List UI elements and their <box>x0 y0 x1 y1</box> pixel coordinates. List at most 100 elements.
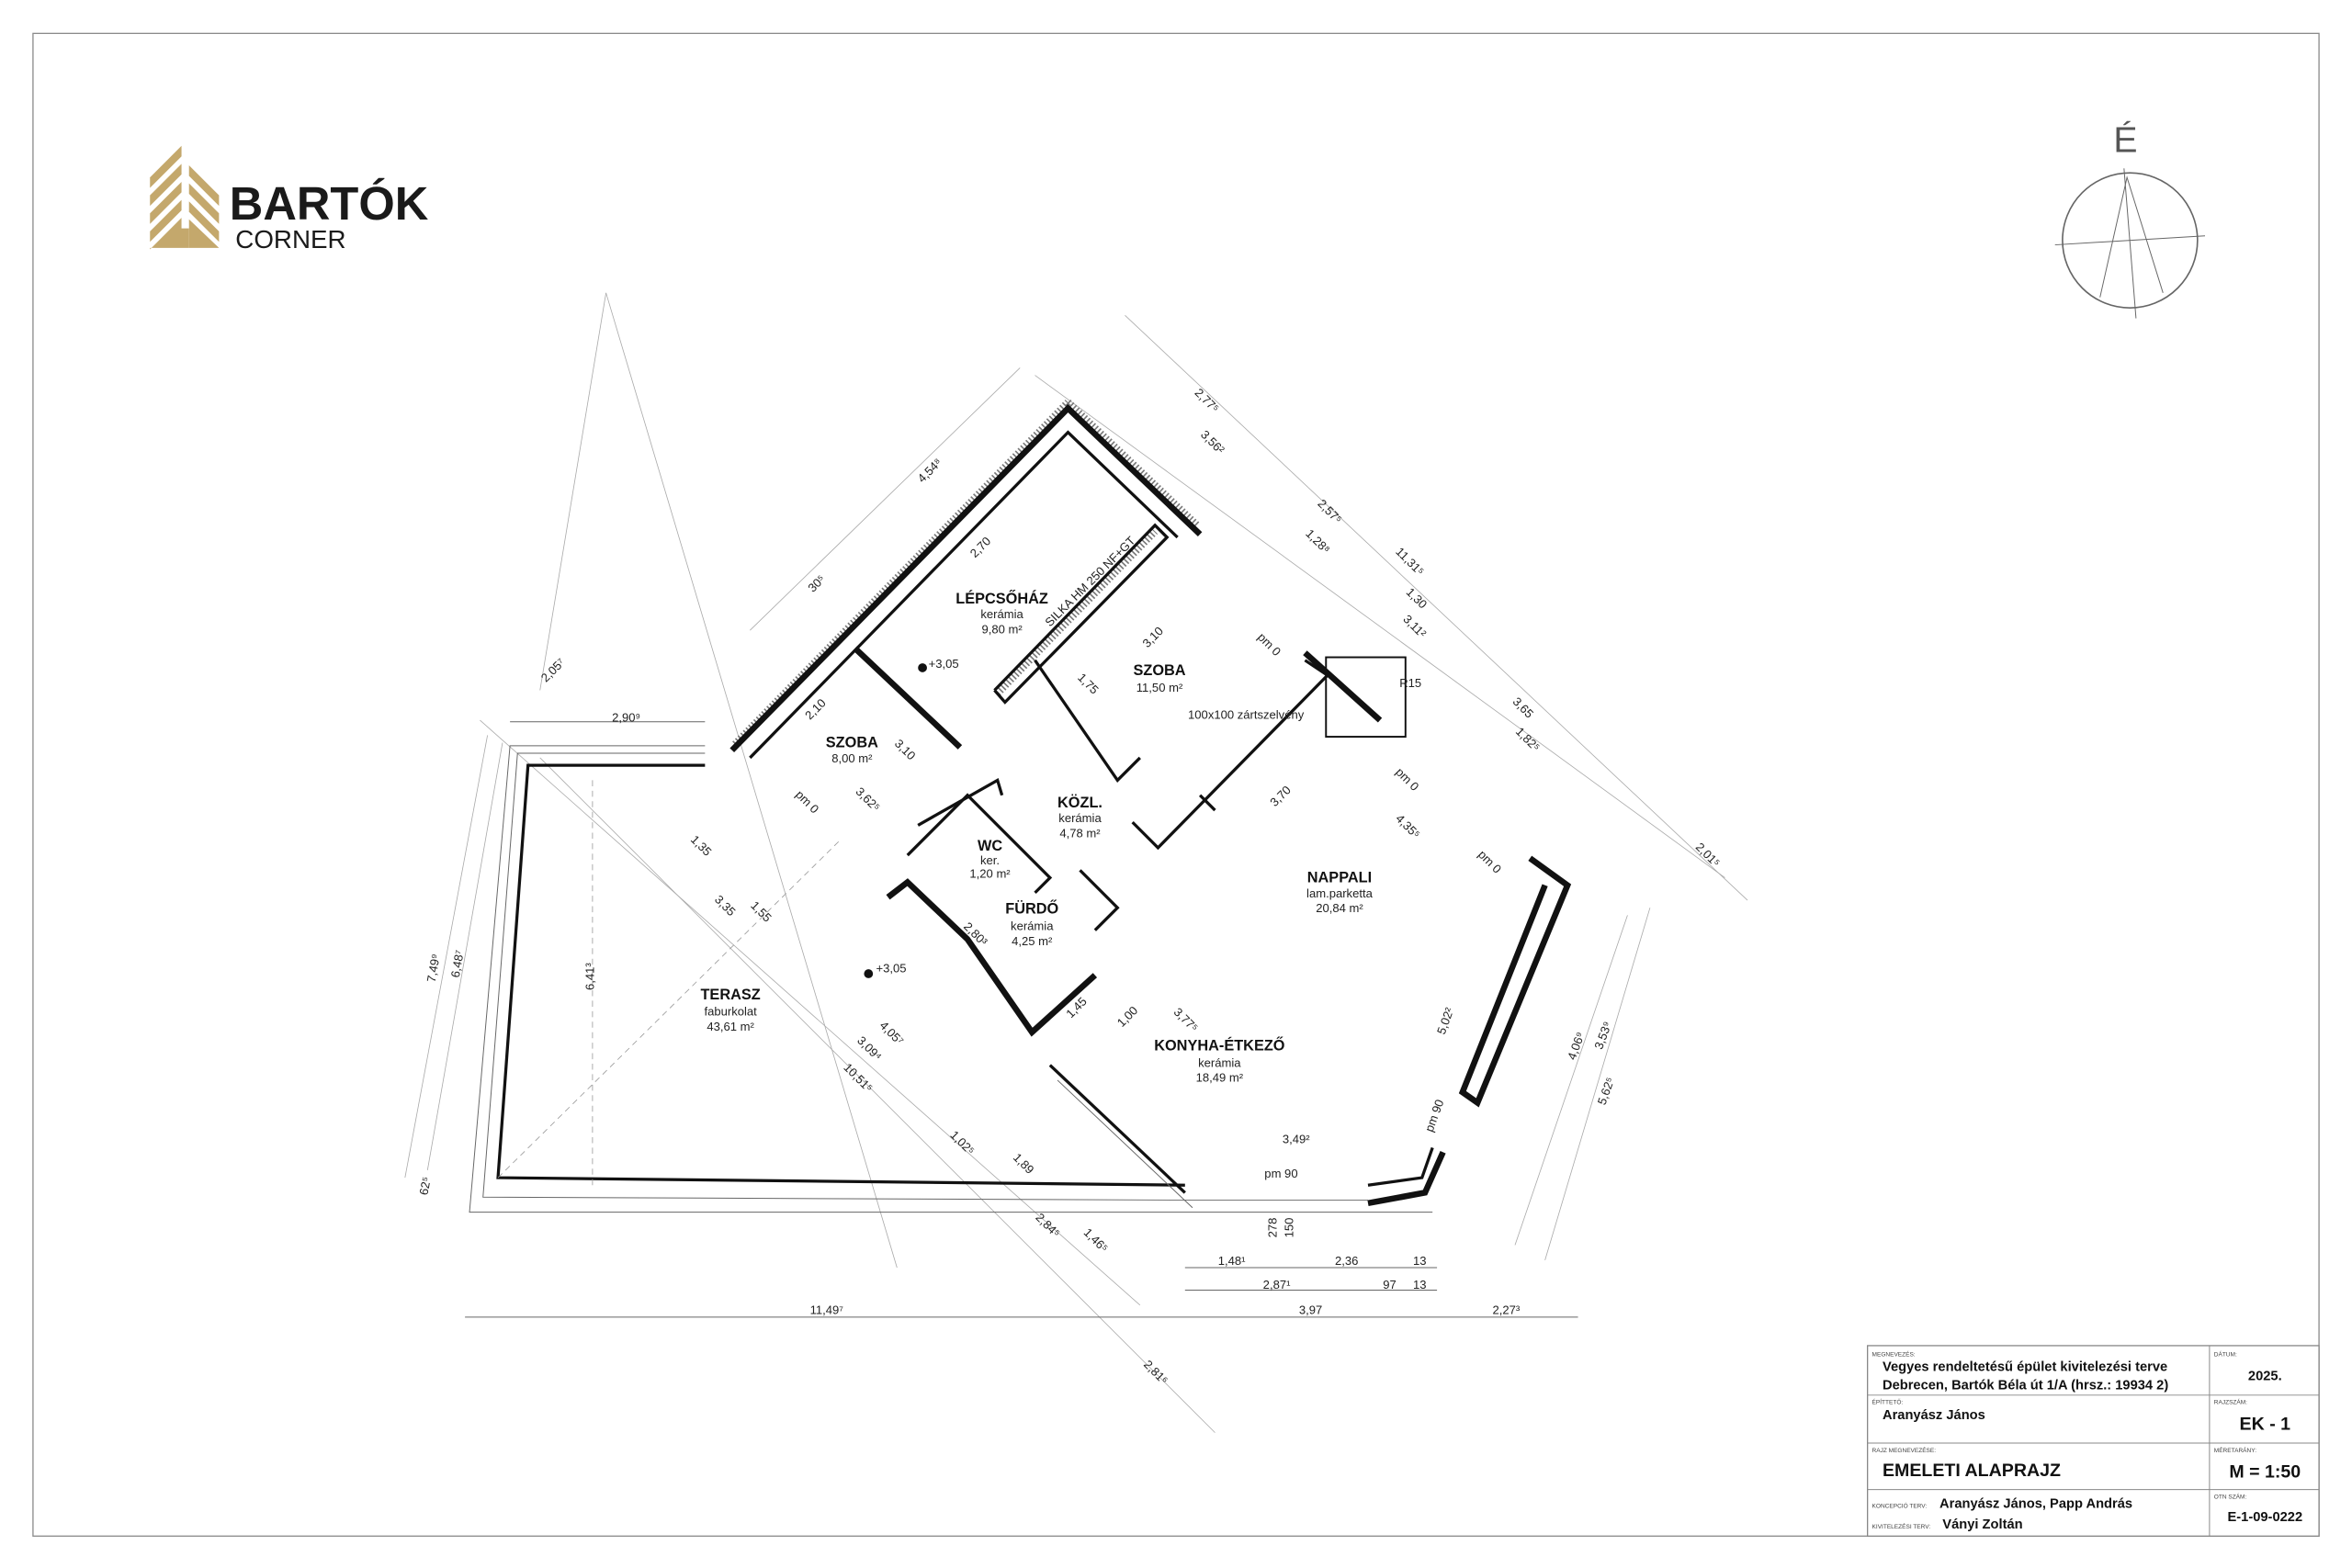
otn-value: E-1-09-0222 <box>2227 1510 2302 1525</box>
dim-left: 6,48⁷ <box>448 949 467 979</box>
dim-bottom: 3,97 <box>1299 1303 1322 1317</box>
room-kozl: KÖZL. kerámia 4,78 m² <box>1057 794 1102 840</box>
dim-inner: pm 0 <box>1255 630 1283 659</box>
compass-arrow-icon <box>2099 175 2164 298</box>
dim-right: 2,01⁵ <box>1693 840 1723 869</box>
level-marker-icon <box>864 969 874 978</box>
logo-mark-icon <box>150 145 220 250</box>
dim-bottom: 13 <box>1413 1278 1427 1292</box>
construction-lines <box>404 292 1748 1433</box>
rajz-value: EMELETI ALAPRAJZ <box>1883 1461 2061 1481</box>
dim-inner: 2,70 <box>967 534 994 560</box>
dim-bottom: 2,87¹ <box>1263 1278 1291 1292</box>
dim-top: 2,05⁷ <box>538 655 568 684</box>
room-szoba-large: SZOBA 11,50 m² <box>1133 662 1185 694</box>
dim-top: 2,77⁵ <box>1192 386 1221 415</box>
room-area: 8,00 m² <box>831 751 873 765</box>
dim-inner: 150 <box>1282 1218 1295 1238</box>
north-label: É <box>2113 120 2137 160</box>
kivitelezesi-value: Ványi Zoltán <box>1942 1517 2022 1532</box>
room-terasz: TERASZ faburkolat 43,61 m² <box>700 987 760 1033</box>
dim-inner: pm 90 <box>1264 1167 1297 1180</box>
dim-inner: 278 <box>1265 1218 1279 1238</box>
dim-inner: 3,09⁴ <box>854 1033 885 1064</box>
north-arrow: É <box>2054 120 2206 319</box>
dim-left: 6,41³ <box>583 963 597 990</box>
room-area: 43,61 m² <box>707 1020 754 1033</box>
dim-inner: 1,35 <box>688 832 715 859</box>
dim-bottom: 2,27³ <box>1492 1303 1520 1317</box>
dim-inner: 3,10 <box>892 737 919 763</box>
compass-circle-icon <box>2062 172 2199 309</box>
otn-label: OTN SZÁM: <box>2214 1492 2247 1500</box>
room-name: KÖZL. <box>1057 794 1102 811</box>
room-name: NAPPALI <box>1307 869 1372 886</box>
dim-right: 1,82⁵ <box>1513 725 1543 754</box>
terrace-outline <box>469 745 1433 1213</box>
dim-right: 1,30 <box>1404 585 1430 612</box>
room-name: WC <box>978 838 1002 854</box>
dim-inner: 1,46⁵ <box>1081 1225 1111 1255</box>
room-wc: WC ker. 1,20 m² <box>969 838 1011 880</box>
rajz-label: RAJZ MEGNEVEZÉSE: <box>1872 1446 1937 1454</box>
room-area: 4,25 m² <box>1012 934 1053 948</box>
dim-inner: 3,70 <box>1267 783 1294 809</box>
dim-inner: 3,35 <box>712 893 739 919</box>
sheet-border <box>32 32 2320 1537</box>
dim-top: 2,90⁹ <box>612 711 640 725</box>
datum-label: DÁTUM: <box>2214 1349 2237 1358</box>
room-name: FÜRDŐ <box>1005 900 1058 918</box>
koncepcio-label: KONCEPCIÓ TERV: <box>1872 1501 1928 1509</box>
room-szoba-small: SZOBA 8,00 m² <box>826 735 878 765</box>
dim-inner: pm 0 <box>1476 848 1504 876</box>
project-name-line2: Debrecen, Bartók Béla út 1/A (hrsz.: 199… <box>1883 1378 2168 1393</box>
room-area: 11,50 m² <box>1136 681 1183 694</box>
room-name: SZOBA <box>826 735 878 751</box>
title-block: MEGNEVEZÉS: Vegyes rendeltetésű épület k… <box>1867 1345 2320 1537</box>
room-area: 4,78 m² <box>1059 826 1101 840</box>
dim-top: 1,28⁸ <box>1303 526 1332 556</box>
logo-sub-text: CORNER <box>235 225 345 254</box>
dim-inner: 3,10 <box>1139 624 1166 650</box>
dim-inner: 1,89 <box>1011 1150 1037 1177</box>
dim-right: 3,53⁹ <box>1591 1020 1614 1051</box>
dimension-texts: 11,49⁷ 3,97 2,27³ 1,48¹ 2,36 13 2,87¹ 97… <box>416 386 1723 1387</box>
level-marker-icon <box>918 663 927 672</box>
room-area: 20,84 m² <box>1316 901 1363 915</box>
dim-inner: 3,49² <box>1283 1133 1310 1146</box>
room-name: SZOBA <box>1133 662 1185 679</box>
dim-top: 30⁵ <box>805 572 828 595</box>
dim-inner: 1,55 <box>748 898 775 925</box>
room-nappali: NAPPALI lam.parketta 20,84 m² <box>1306 869 1374 915</box>
dim-top: 2,57⁵ <box>1315 497 1344 526</box>
dim-inner: 4,05⁷ <box>877 1019 907 1048</box>
bartok-corner-logo: BARTÓK CORNER <box>150 145 429 254</box>
dim-inner: 4,35⁵ <box>1393 811 1422 840</box>
dim-left: 7,49⁹ <box>424 953 443 983</box>
dim-inner: 2,84⁵ <box>1033 1211 1062 1240</box>
compass-axis <box>2123 168 2137 319</box>
level-mark-1: +3,05 <box>929 657 959 671</box>
dim-inner: pm 90 <box>1422 1098 1446 1134</box>
dim-bottom: 97 <box>1383 1278 1396 1292</box>
room-name: KONYHA-ÉTKEZŐ <box>1154 1036 1284 1054</box>
room-konyha-etkezo: KONYHA-ÉTKEZŐ kerámia 18,49 m² <box>1154 1036 1284 1084</box>
column-label: R15 <box>1399 676 1421 690</box>
dim-right: 5,02² <box>1434 1005 1456 1036</box>
room-floor: kerámia <box>1011 919 1054 933</box>
room-floor: faburkolat <box>704 1005 757 1019</box>
dim-inner: 2,80³ <box>961 919 990 949</box>
dim-bottom: 11,49⁷ <box>810 1303 844 1317</box>
dim-right: 3,11² <box>1400 612 1429 640</box>
room-name: LÉPCSŐHÁZ <box>956 590 1048 607</box>
kivitelezesi-label: KIVITELEZÉSI TERV: <box>1872 1522 1931 1530</box>
rajzszam-label: RAJZSZÁM: <box>2214 1398 2247 1406</box>
walls <box>729 400 1572 1209</box>
dim-bottom: 13 <box>1413 1254 1427 1268</box>
epitteto-label: ÉPÍTTETŐ: <box>1872 1398 1904 1406</box>
steel-profile-label: 100x100 zártszelvény <box>1188 707 1305 721</box>
dim-right: 5,62⁵ <box>1595 1076 1618 1107</box>
dim-bottom: 1,48¹ <box>1218 1254 1246 1268</box>
room-floor: lam.parketta <box>1306 886 1374 900</box>
